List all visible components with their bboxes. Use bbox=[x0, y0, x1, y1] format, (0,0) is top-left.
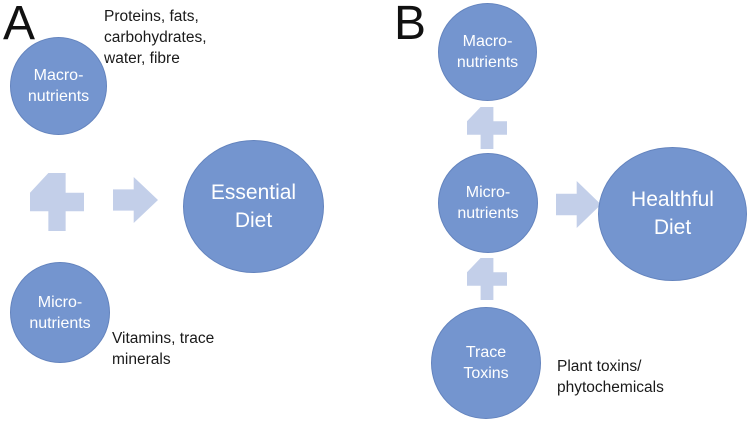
micronutrients-circle-b: Micro- nutrients bbox=[438, 153, 538, 253]
plus-icon-a bbox=[30, 173, 84, 231]
macronutrients-circle-b-label: Macro- nutrients bbox=[456, 33, 519, 71]
essential-diet-label: Essential Diet bbox=[210, 180, 297, 232]
essential-diet-circle: Essential Diet bbox=[183, 140, 324, 273]
macronutrients-circle-b: Macro- nutrients bbox=[438, 3, 537, 101]
micronutrients-note-a: Vitamins, trace minerals bbox=[112, 330, 215, 368]
micronutrients-circle-b-label: Micro- nutrients bbox=[457, 184, 519, 222]
plus-icon-b-bottom bbox=[467, 258, 507, 300]
trace-toxins-circle: Trace Toxins bbox=[431, 307, 541, 419]
plus-icon-b-top bbox=[467, 107, 507, 149]
macronutrients-circle-a-label: Macro- nutrients bbox=[27, 67, 90, 105]
macronutrients-circle-a: Macro- nutrients bbox=[10, 37, 107, 135]
micronutrients-circle-a-label: Micro- nutrients bbox=[29, 293, 91, 332]
panel-a-label: A bbox=[3, 0, 36, 50]
arrow-right-icon-b bbox=[556, 181, 601, 228]
arrow-right-icon-a bbox=[113, 177, 158, 223]
trace-toxins-note-b: Plant toxins/ phytochemicals bbox=[557, 358, 664, 396]
healthful-diet-circle: Healthful Diet bbox=[598, 147, 747, 281]
panel-b-label: B bbox=[394, 0, 427, 50]
healthful-diet-label: Healthful Diet bbox=[631, 188, 714, 239]
macronutrients-note-a: Proteins, fats, carbohydrates, water, fi… bbox=[104, 8, 207, 67]
micronutrients-circle-a: Micro- nutrients bbox=[10, 262, 110, 363]
trace-toxins-circle-label: Trace Toxins bbox=[463, 344, 509, 382]
